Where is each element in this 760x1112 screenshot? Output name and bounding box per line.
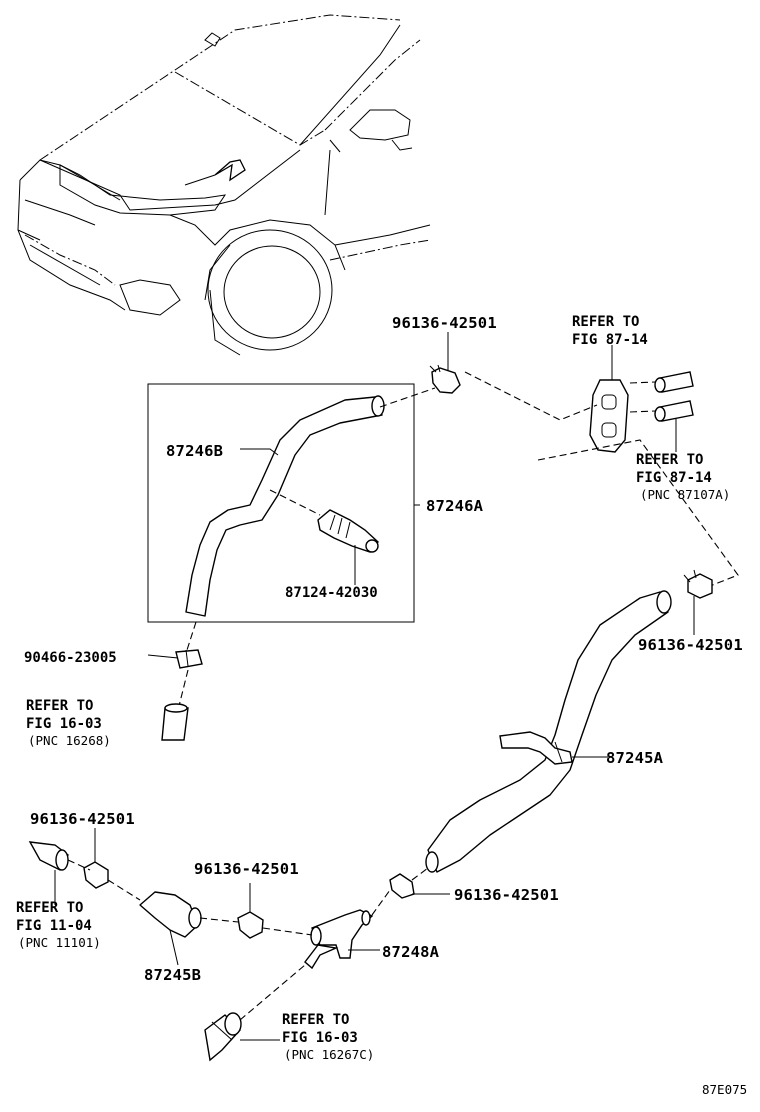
ref-top-right-2-line3: (PNC 87107A) [640, 487, 730, 502]
label-87246B: 87246B [166, 442, 223, 460]
ref-top-right-1-line1: REFER TO [572, 314, 639, 330]
hose-end [188, 907, 202, 929]
clamp-left-icon [83, 861, 109, 889]
label-clamp-mid-right: 96136-42501 [454, 886, 559, 904]
clamp-top-icon [429, 364, 461, 394]
ref-left-low-line1: REFER TO [16, 900, 83, 916]
ref-bottom-line1: REFER TO [282, 1012, 349, 1028]
hose-87245A [427, 591, 669, 873]
pipe-bottom-icon [204, 1012, 242, 1062]
hose-clip-icon [499, 731, 573, 765]
ref-left-mid-line1: REFER TO [26, 698, 93, 714]
bracket-90466-23005-icon [175, 649, 203, 669]
assembly-box [147, 383, 415, 623]
ref-left-low-line3: (PNC 11101) [18, 935, 101, 950]
sensor-87124-42030 [317, 509, 379, 553]
pipe-left-low-icon [28, 841, 69, 871]
diagram-code: 87E075 [702, 1082, 747, 1097]
clamp-right-icon [683, 569, 713, 599]
label-clamp-top: 96136-42501 [392, 314, 497, 332]
car-illustration [17, 14, 431, 356]
label-87245B: 87245B [144, 966, 201, 984]
label-clamp-mid-left: 96136-42501 [194, 860, 299, 878]
clamp-mid-right-icon [389, 873, 415, 899]
label-87245A: 87245A [606, 749, 664, 767]
label-87124-42030: 87124-42030 [285, 585, 378, 601]
label-87248A: 87248A [382, 943, 440, 961]
clamp-mid-left-icon [237, 911, 264, 939]
hose-end [425, 851, 439, 873]
label-clamp-right: 96136-42501 [638, 636, 743, 654]
pipe-left-icon [161, 703, 189, 741]
label-clamp-left: 96136-42501 [30, 810, 135, 828]
ref-left-mid-line2: FIG 16-03 [26, 716, 102, 732]
ref-top-right-1-line2: FIG 87-14 [572, 332, 648, 348]
tee-joint-87248A-icon [304, 909, 374, 970]
ref-bottom-line2: FIG 16-03 [282, 1030, 358, 1046]
ref-top-right-2-line2: FIG 87-14 [636, 470, 712, 486]
heater-connector-block-icon [589, 371, 694, 453]
hose-87246B [185, 396, 383, 617]
label-90466-23005: 90466-23005 [24, 650, 117, 666]
ref-bottom-line3: (PNC 16267C) [284, 1047, 374, 1062]
hose-end [656, 590, 672, 614]
ref-left-mid-line3: (PNC 16268) [28, 733, 111, 748]
label-87246A: 87246A [426, 497, 484, 515]
ref-left-low-line2: FIG 11-04 [16, 918, 92, 934]
ref-top-right-2-line1: REFER TO [636, 452, 703, 468]
